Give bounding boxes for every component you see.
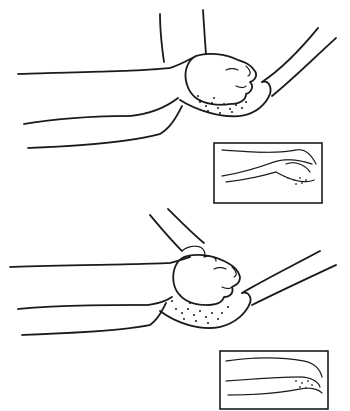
eye <box>214 268 226 270</box>
body-outline-upper <box>10 257 190 267</box>
rescuer-forearm <box>262 28 318 82</box>
figure-top <box>0 0 350 205</box>
airway-inset-bottom <box>220 351 328 409</box>
rescuer-forearm-2 <box>252 265 336 305</box>
body-outline-upper <box>18 56 196 74</box>
supporting-hand <box>180 82 271 117</box>
figure-bottom <box>0 205 350 411</box>
mouth <box>222 287 232 289</box>
body-outline-bottom <box>28 106 182 148</box>
body-outline-lower <box>24 98 178 124</box>
nose <box>246 66 250 76</box>
rescuer-arm-left <box>160 14 164 62</box>
mouth <box>236 86 246 88</box>
head-outline <box>173 255 240 305</box>
rescuer-forearm <box>242 251 320 293</box>
airway-inset-top <box>214 143 322 203</box>
supporting-hand <box>160 293 251 328</box>
rescuer-arm-right <box>168 209 204 243</box>
illustration-top <box>0 0 350 205</box>
illustration-bottom <box>0 205 350 411</box>
body-outline-middle <box>18 297 172 309</box>
eye <box>226 69 238 71</box>
rescuer-arm-left <box>150 215 182 251</box>
rescuer-arm-right <box>203 10 206 54</box>
head-outline <box>185 54 256 105</box>
stipple-bottom <box>171 294 229 324</box>
